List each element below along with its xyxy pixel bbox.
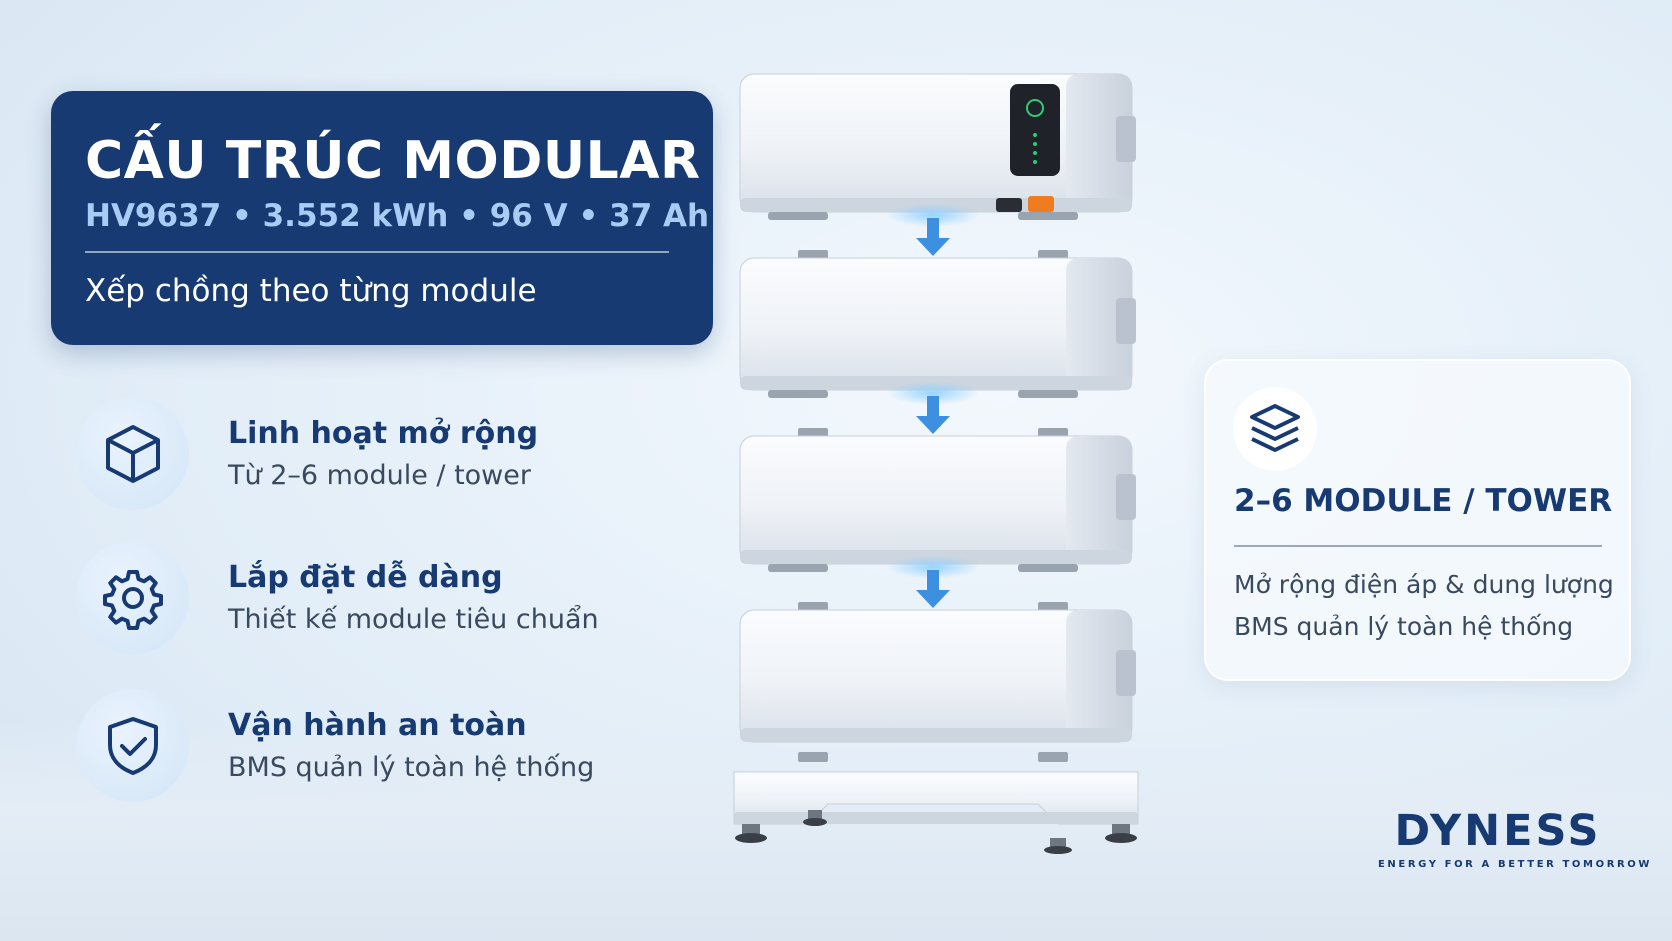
feature-flexible-expansion: Linh hoạt mở rộng Từ 2–6 module / tower bbox=[76, 397, 636, 513]
battery-tower-illustration bbox=[733, 73, 1139, 854]
feature-description: Thiết kế module tiêu chuẩn bbox=[228, 604, 599, 635]
feature-description: BMS quản lý toàn hệ thống bbox=[228, 752, 595, 783]
battery-base bbox=[733, 752, 1139, 854]
feature-title: Vận hành an toàn bbox=[228, 708, 527, 743]
page-subtitle: Xếp chồng theo từng module bbox=[85, 273, 537, 309]
title-card: CẤU TRÚC MODULAR HV9637 • 3.552 kWh • 96… bbox=[51, 91, 713, 345]
layers-icon bbox=[1233, 387, 1317, 471]
cube-icon bbox=[76, 397, 189, 510]
info-card-line: Mở rộng điện áp & dung lượng bbox=[1234, 570, 1614, 599]
brand-tagline: ENERGY FOR A BETTER TOMORROW bbox=[1378, 859, 1653, 870]
arrow-down-icon bbox=[916, 396, 950, 434]
info-card-title: 2–6 MODULE / TOWER bbox=[1234, 483, 1613, 519]
info-card: 2–6 MODULE / TOWER Mở rộng điện áp & dun… bbox=[1204, 359, 1631, 681]
brand-logo: DYNESS bbox=[1394, 806, 1602, 856]
info-card-line: BMS quản lý toàn hệ thống bbox=[1234, 612, 1574, 641]
battery-module bbox=[739, 602, 1136, 743]
page-title: CẤU TRÚC MODULAR bbox=[85, 131, 701, 191]
feature-description: Từ 2–6 module / tower bbox=[228, 460, 531, 491]
shield-check-icon bbox=[76, 689, 189, 802]
battery-module-top bbox=[739, 73, 1136, 220]
feature-title: Linh hoạt mở rộng bbox=[228, 416, 539, 451]
floor-background bbox=[0, 720, 1672, 941]
title-divider bbox=[85, 251, 669, 253]
arrow-down-icon bbox=[916, 218, 950, 256]
feature-safe-operation: Vận hành an toàn BMS quản lý toàn hệ thố… bbox=[76, 689, 636, 805]
feature-title: Lắp đặt dễ dàng bbox=[228, 560, 503, 595]
battery-module bbox=[739, 250, 1136, 398]
feature-easy-installation: Lắp đặt dễ dàng Thiết kế module tiêu chu… bbox=[76, 541, 636, 657]
info-card-divider bbox=[1234, 545, 1602, 547]
arrow-down-icon bbox=[916, 570, 950, 608]
battery-module bbox=[739, 428, 1136, 572]
gear-icon bbox=[76, 541, 189, 654]
product-specs: HV9637 • 3.552 kWh • 96 V • 37 Ah bbox=[85, 198, 710, 234]
